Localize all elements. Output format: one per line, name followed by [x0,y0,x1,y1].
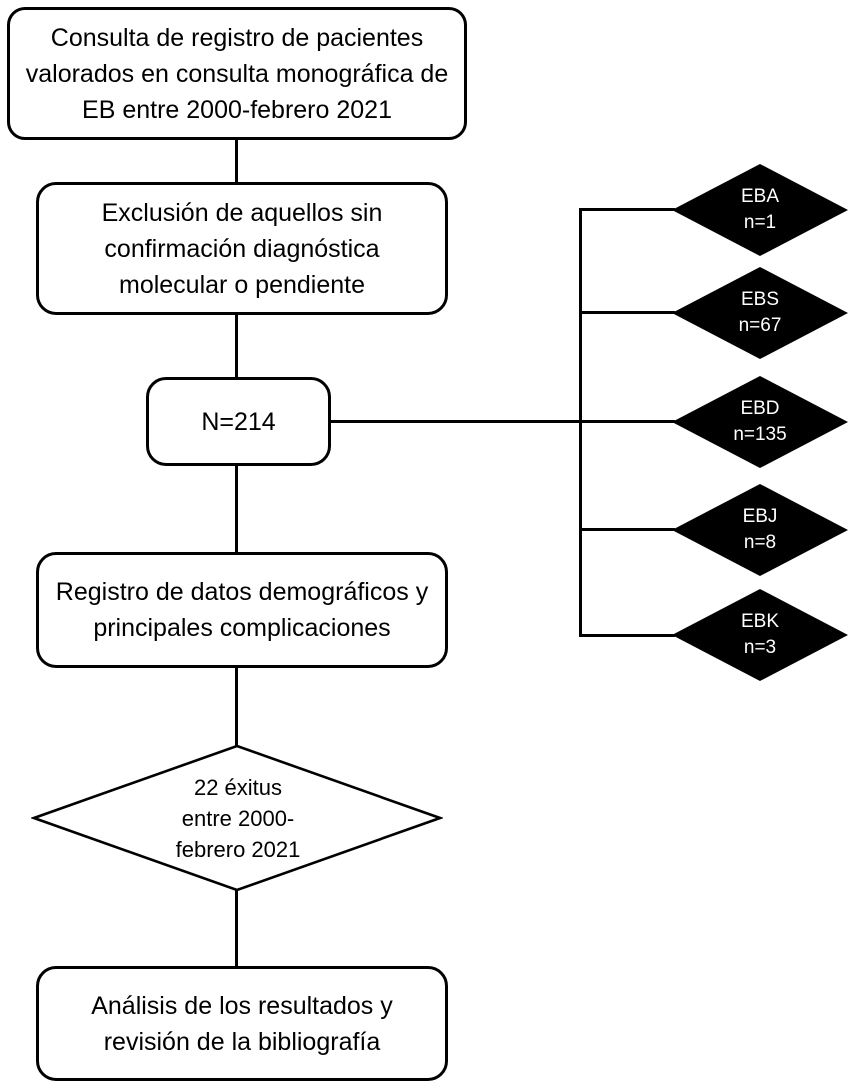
subtype-ebd-label: EBD [740,398,780,419]
connector-total-ebd [330,420,675,423]
connector-branch-ebj [579,528,675,531]
subtype-ebk-label: EBK [740,611,780,632]
node-registro-label: Registro de datos demográficos y princip… [55,578,429,642]
node-total: N=214 [146,377,331,466]
connector-branch-ebk [579,634,675,637]
node-exitus-line3: febrero 2021 [175,836,301,862]
subtype-diamond-ebk: EBK n=3 [672,589,848,681]
connector-branch-eba [579,208,675,211]
subtype-ebj-count: n=8 [743,532,777,553]
connector-branch-spine [579,208,582,637]
node-analisis: Análisis de los resultados y revisión de… [36,966,448,1081]
subtype-eba-count: n=1 [743,212,777,233]
node-analisis-label: Análisis de los resultados y revisión de… [91,991,393,1056]
subtype-ebk-count: n=3 [743,637,777,658]
node-exclusion-label: Exclusión de aquellos sin confirmación d… [101,198,383,299]
decision-diamond-shape [31,744,443,892]
node-exitus: 22 éxitus entre 2000- febrero 2021 [33,744,443,892]
node-total-label: N=214 [201,407,276,436]
subtype-ebs-count: n=67 [738,315,782,336]
node-exitus-line1: 22 éxitus [193,774,283,800]
node-consulta: Consulta de registro de pacientes valora… [7,7,467,140]
subtype-ebj-label: EBJ [742,506,778,527]
subtype-diamond-eba: EBA n=1 [672,164,848,256]
subtype-diamond-ebd: EBD n=135 [672,376,848,468]
connector-exitus-analisis [235,888,238,968]
node-exitus-line2: entre 2000- [181,805,295,831]
subtype-eba-label: EBA [740,186,780,207]
connector-total-registro [235,464,238,554]
node-exclusion: Exclusión de aquellos sin confirmación d… [36,182,448,315]
node-consulta-label: Consulta de registro de pacientes valora… [25,23,449,124]
connector-registro-exitus [235,666,238,750]
node-registro: Registro de datos demográficos y princip… [36,552,448,668]
connector-exclusion-total [235,313,238,379]
subtype-diamond-ebs: EBS n=67 [672,267,848,359]
subtype-ebd-count: n=135 [733,424,787,445]
connector-consulta-exclusion [235,138,238,184]
subtype-diamond-ebj: EBJ n=8 [672,484,848,576]
subtype-ebs-label: EBS [740,289,780,310]
connector-branch-ebs [579,311,675,314]
